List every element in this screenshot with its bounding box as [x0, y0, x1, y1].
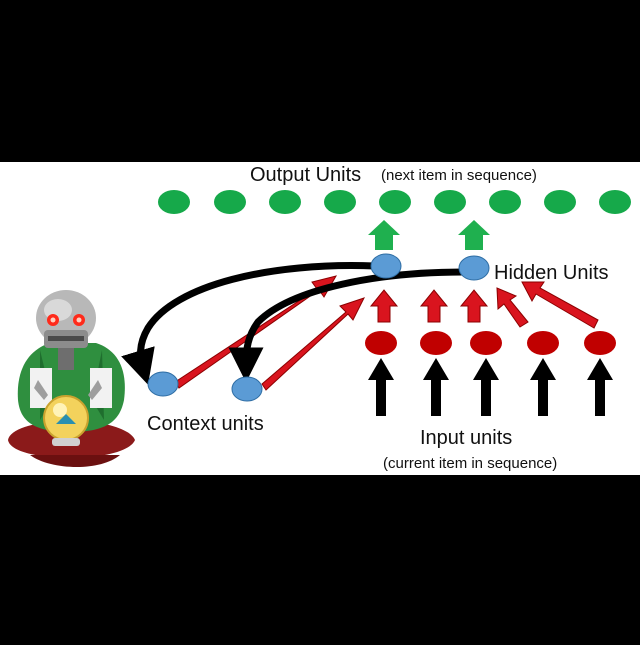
input-layer	[365, 331, 616, 355]
input-units-label: Input units	[420, 427, 512, 449]
output-unit	[434, 190, 466, 214]
black-arrow	[587, 358, 613, 416]
hidden-unit	[370, 253, 402, 279]
output-unit	[324, 190, 356, 214]
context-units-label: Context units	[147, 413, 264, 435]
recurrent-arrows	[121, 262, 467, 385]
output-unit	[489, 190, 521, 214]
output-units-subtitle: (next item in sequence)	[381, 167, 537, 184]
red-arrow	[419, 289, 449, 323]
output-units-title: Output Units	[250, 164, 361, 186]
output-unit	[214, 190, 246, 214]
black-arrow	[423, 358, 449, 416]
context-unit	[231, 376, 263, 402]
input-unit	[527, 331, 559, 355]
hidden-layer	[370, 253, 490, 281]
input-unit	[365, 331, 397, 355]
output-unit	[599, 190, 631, 214]
input-to-hidden-arrows	[369, 281, 599, 329]
context-unit	[147, 371, 179, 397]
input-arrows	[368, 358, 613, 416]
robot-skull-fortune-teller-icon	[8, 290, 135, 468]
input-units-subtitle: (current item in sequence)	[383, 455, 557, 472]
input-unit	[584, 331, 616, 355]
red-arrow	[261, 297, 365, 391]
output-unit	[269, 190, 301, 214]
black-arrow	[473, 358, 499, 416]
green-arrow	[368, 220, 400, 250]
black-arrow	[530, 358, 556, 416]
input-unit	[470, 331, 502, 355]
output-layer	[158, 190, 631, 214]
hidden-to-output-arrows	[368, 220, 490, 250]
red-arrow	[459, 289, 489, 323]
red-arrow	[496, 287, 529, 328]
red-arrow	[369, 289, 399, 323]
red-arrow	[521, 281, 599, 329]
recurrent-arrow-1	[121, 262, 379, 385]
hidden-units-label: Hidden Units	[494, 262, 609, 284]
context-layer	[147, 371, 263, 402]
green-arrow	[458, 220, 490, 250]
output-unit	[158, 190, 190, 214]
hidden-unit	[458, 255, 490, 281]
output-unit	[544, 190, 576, 214]
input-unit	[420, 331, 452, 355]
black-arrow	[368, 358, 394, 416]
recurrent-arrow-2	[228, 268, 467, 383]
output-unit	[379, 190, 411, 214]
